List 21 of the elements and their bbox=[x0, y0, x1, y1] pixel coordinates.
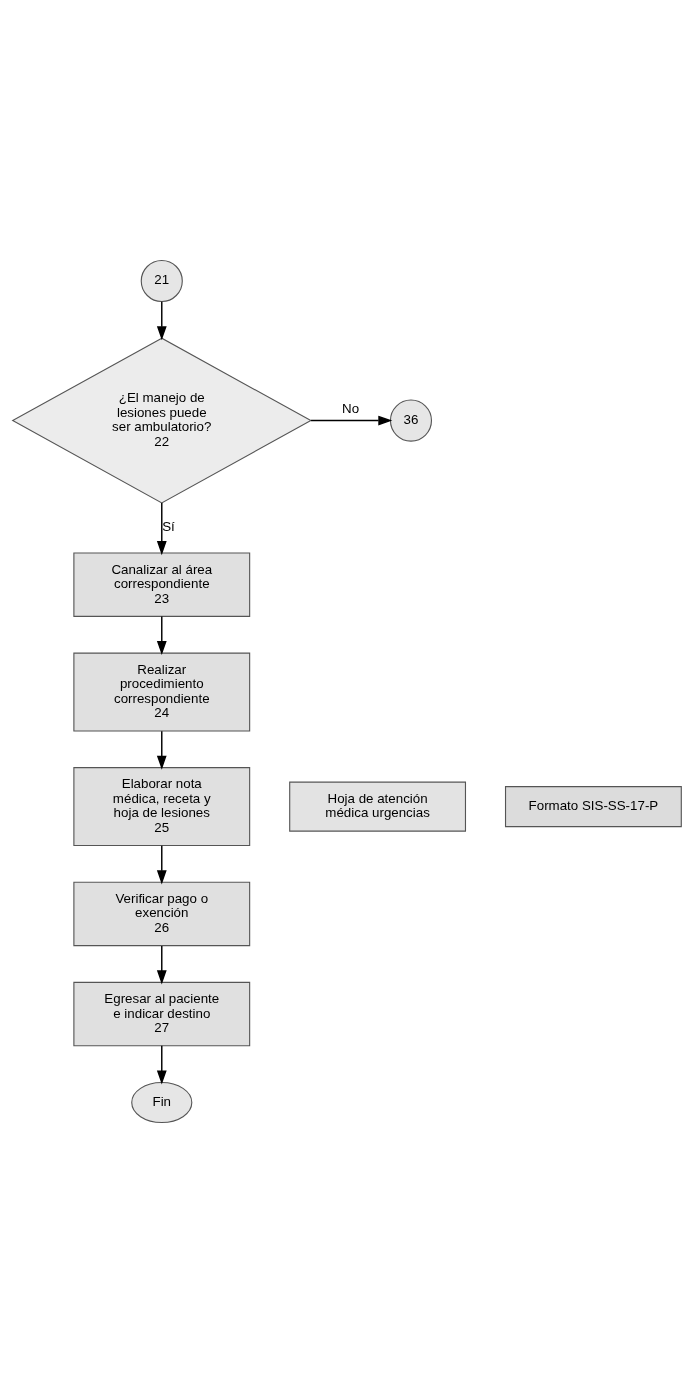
arrow bbox=[156, 944, 167, 984]
edge-label: Sí bbox=[162, 518, 175, 534]
node-box: Canalizar al área correspondiente 23 bbox=[73, 551, 251, 617]
arrow bbox=[156, 844, 167, 884]
arrow bbox=[156, 300, 167, 340]
node-diamond: ¿El manejo de lesiones puede ser ambulatorio? 22 bbox=[11, 337, 312, 504]
node-box: Egresar al paciente e indicar destino 27 bbox=[73, 981, 251, 1046]
arrow bbox=[156, 729, 167, 770]
node-box: Elaborar nota médica, receta y hoja de lesiones 25 bbox=[73, 766, 251, 846]
node-box: Hoja de atención médica urgencias bbox=[289, 781, 467, 832]
arrow bbox=[156, 1044, 167, 1085]
node-ellipse: Fin bbox=[131, 1081, 193, 1123]
node-box: Formato SIS-SS-17-P bbox=[504, 785, 682, 827]
arrow bbox=[156, 615, 167, 655]
arrow bbox=[156, 501, 167, 555]
node-circle: 21 bbox=[140, 259, 183, 302]
node-box: Realizar procedimiento correspondiente 24 bbox=[73, 652, 251, 731]
node-circle: 36 bbox=[389, 399, 433, 442]
node-box: Verificar pago o exención 26 bbox=[73, 881, 251, 946]
edge-label: No bbox=[342, 400, 360, 416]
arrow bbox=[310, 415, 393, 425]
